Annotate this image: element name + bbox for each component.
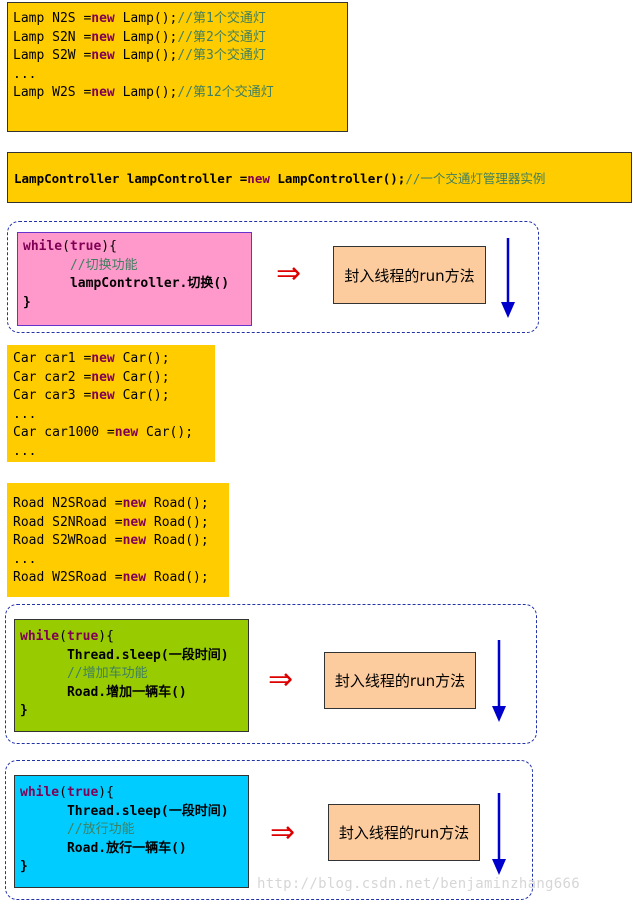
road-line-w2s: Road W2SRoad =new Road(); bbox=[13, 570, 209, 585]
lamp-declarations: Lamp N2S =new Lamp();//第1个交通灯 Lamp S2N =n… bbox=[7, 2, 348, 132]
lamp-line-2: Lamp S2N =new Lamp();//第2个交通灯 bbox=[13, 29, 266, 45]
switch-comment: //切换功能 bbox=[69, 257, 138, 273]
car-line-ellipsis: ... bbox=[13, 406, 37, 422]
car-line-ellipsis-end: ... bbox=[13, 443, 37, 459]
release-car-down-arrow-icon bbox=[492, 793, 506, 875]
switch-close: } bbox=[23, 294, 31, 310]
lamp-line-ellipsis: ... bbox=[13, 66, 37, 82]
while-line: while(true){ bbox=[23, 239, 117, 254]
while-line: while(true){ bbox=[20, 629, 114, 644]
release-car-sleep: Thread.sleep(一段时间) bbox=[66, 803, 229, 819]
while-line: while(true){ bbox=[20, 785, 114, 800]
car-line-2: Car car2 =new Car(); bbox=[13, 369, 170, 385]
release-car-call: Road.放行一辆车() bbox=[66, 840, 187, 856]
add-car-loop-code: while(true){ Thread.sleep(一段时间) //增加车功能 … bbox=[14, 619, 249, 732]
switch-down-arrow-icon bbox=[501, 238, 515, 318]
add-car-comment: //增加车功能 bbox=[66, 666, 148, 681]
road-declarations: Road N2SRoad =new Road(); Road S2NRoad =n… bbox=[7, 483, 229, 597]
release-car-comment: //放行功能 bbox=[66, 822, 135, 837]
add-car-call: Road.增加一辆车() bbox=[66, 684, 187, 700]
car-line-3: Car car3 =new Car(); bbox=[13, 388, 170, 403]
switch-run-method-box: 封入线程的run方法 bbox=[333, 246, 486, 304]
switch-implies-arrow: ⇒ bbox=[276, 256, 302, 291]
add-car-implies-arrow: ⇒ bbox=[268, 662, 294, 697]
watermark: http://blog.csdn.net/benjaminzhang666 bbox=[257, 876, 580, 892]
add-car-down-arrow-icon bbox=[492, 640, 506, 722]
add-car-run-method-box: 封入线程的run方法 bbox=[324, 652, 476, 709]
switch-run-label: 封入线程的run方法 bbox=[344, 266, 475, 285]
lamp-line-1: Lamp N2S =new Lamp();//第1个交通灯 bbox=[13, 11, 266, 26]
road-line-3: Road S2WRoad =new Road(); bbox=[13, 533, 209, 548]
car-line-1: Car car1 =new Car(); bbox=[13, 351, 170, 366]
car-declarations: Car car1 =new Car(); Car car2 =new Car();… bbox=[7, 345, 215, 462]
lamp-line-3: Lamp S2W =new Lamp();//第3个交通灯 bbox=[13, 48, 266, 63]
release-car-close: } bbox=[20, 859, 28, 874]
add-car-sleep: Thread.sleep(一段时间) bbox=[66, 647, 229, 663]
release-car-run-label: 封入线程的run方法 bbox=[338, 824, 470, 842]
road-line-ellipsis: ... bbox=[13, 551, 37, 567]
add-car-close: } bbox=[20, 703, 28, 718]
switch-call: lampController.切换() bbox=[69, 276, 230, 291]
add-car-run-label: 封入线程的run方法 bbox=[334, 672, 466, 690]
release-car-loop-code: while(true){ Thread.sleep(一段时间) //放行功能 R… bbox=[14, 775, 249, 888]
release-car-implies-arrow: ⇒ bbox=[270, 815, 296, 850]
controller-declaration: LampController lampController =new LampC… bbox=[7, 152, 632, 203]
road-line-2: Road S2NRoad =new Road(); bbox=[13, 514, 209, 530]
lamp-line-12: Lamp W2S =new Lamp();//第12个交通灯 bbox=[13, 85, 274, 100]
switch-loop-code: while(true){ //切换功能 lampController.切换()} bbox=[17, 232, 252, 326]
release-car-run-method-box: 封入线程的run方法 bbox=[328, 804, 480, 861]
add-car-loop-group bbox=[5, 604, 537, 744]
road-line-1: Road N2SRoad =new Road(); bbox=[13, 496, 209, 511]
car-line-1000: Car car1000 =new Car(); bbox=[13, 425, 194, 440]
release-car-loop-group bbox=[5, 760, 533, 900]
switch-loop-group bbox=[7, 221, 539, 333]
